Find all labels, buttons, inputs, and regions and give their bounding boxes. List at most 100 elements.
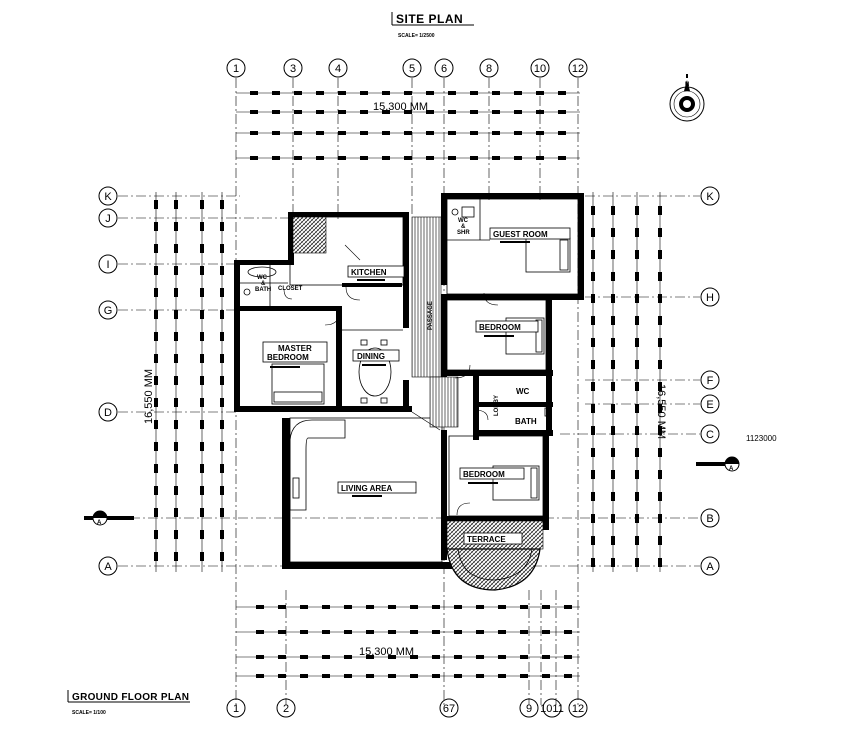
dimension-tick: [382, 131, 390, 135]
compass-north-label: N: [685, 82, 689, 88]
floor-plan-title-block: GROUND FLOOR PLAN SCALE= 1/100: [67, 690, 190, 716]
grid-bubble-left-D: D: [98, 402, 118, 422]
grid-bubble-left-A: A: [98, 556, 118, 576]
dimension-tick: [658, 426, 662, 435]
dimension-tick: [344, 630, 352, 634]
grid-bubble-left-A-label: A: [104, 561, 112, 573]
dimension-tick: [542, 630, 550, 634]
dimension-tick: [300, 605, 308, 609]
dimension-tick: [520, 630, 528, 634]
grid-bubble-top-1-label: 1: [233, 63, 239, 75]
dimension-tick: [220, 288, 224, 297]
grid-bubble-right-E-label: E: [706, 399, 713, 411]
grid-bubble-left-J-label: J: [105, 213, 111, 225]
level-markers: [270, 241, 530, 497]
dimension-tick: [635, 492, 639, 501]
dimension-tick: [611, 426, 615, 435]
section-label-left: A: [97, 520, 102, 526]
dimension-tick: [476, 674, 484, 678]
dimension-tick: [591, 272, 595, 281]
dimension-tick: [278, 655, 286, 659]
dimension-tick: [520, 655, 528, 659]
dimension-tick: [658, 228, 662, 237]
dimension-tick: [174, 420, 178, 429]
dimension-tick: [635, 514, 639, 523]
dimension-tick: [432, 630, 440, 634]
dimension-tick: [514, 156, 522, 160]
grid-bubble-right-C: C: [700, 424, 720, 444]
dimension-tick: [635, 558, 639, 567]
dimension-tick: [591, 228, 595, 237]
dimension-tick: [200, 244, 204, 253]
dimension-tick: [154, 464, 158, 473]
dimension-tick: [611, 228, 615, 237]
dimension-tick: [154, 376, 158, 385]
kitchen-hatch: [292, 216, 327, 254]
dimension-tick: [658, 470, 662, 479]
dimension-tick: [382, 156, 390, 160]
dimension-tick: [200, 354, 204, 363]
dimension-tick: [300, 630, 308, 634]
dimension-tick: [658, 250, 662, 259]
dimension-tick: [635, 536, 639, 545]
dimension-tick: [360, 156, 368, 160]
dimension-tick: [154, 266, 158, 275]
room-label-dining: DINING: [357, 352, 385, 361]
grid-bubble-right-H-label: H: [706, 292, 714, 304]
dimension-tick: [174, 486, 178, 495]
grid-bubble-left-G-label: G: [104, 305, 113, 317]
dimension-tick: [611, 492, 615, 501]
grid-bubble-bottom-12: 12: [568, 698, 588, 718]
dimension-tick: [658, 316, 662, 325]
dimension-tick: [220, 442, 224, 451]
dimension-tick: [404, 156, 412, 160]
dimension-tick: [174, 244, 178, 253]
dimension-tick: [360, 131, 368, 135]
dimension-tick: [611, 558, 615, 567]
dimension-tick: [514, 91, 522, 95]
dimension-tick: [591, 338, 595, 347]
dimension-tick: [220, 354, 224, 363]
dimension-tick: [558, 110, 566, 114]
dimension-tick: [658, 492, 662, 501]
dimension-tick: [410, 630, 418, 634]
dimension-tick: [635, 338, 639, 347]
dimension-tick: [536, 91, 544, 95]
dimension-tick: [200, 288, 204, 297]
room-label-bath: BATH: [515, 417, 537, 426]
grid-bubble-bottom-1-label: 1: [233, 703, 239, 715]
grid-bubble-top-12: 12: [568, 58, 588, 78]
dimension-tick: [635, 250, 639, 259]
dimension-tick: [454, 630, 462, 634]
dimension-tick: [635, 470, 639, 479]
dimension-tick: [591, 404, 595, 413]
grid-bubble-right-F: F: [700, 370, 720, 390]
room-label-closet: CLOSET: [278, 286, 303, 292]
dimension-tick: [536, 131, 544, 135]
dimension-tick: [448, 131, 456, 135]
room-label-kitchen: KITCHEN: [351, 268, 387, 277]
dimension-left: 16,550 MM: [143, 369, 155, 424]
grid-bubble-left-D-label: D: [104, 407, 112, 419]
grid-bubble-right-A-label: A: [706, 561, 714, 573]
dimension-right: 16,550 MM: [655, 384, 667, 439]
dimension-tick: [344, 674, 352, 678]
dimension-tick: [498, 630, 506, 634]
dimension-tick: [360, 91, 368, 95]
dimension-tick: [388, 655, 396, 659]
room-label-bedroom-1: BEDROOM: [479, 323, 521, 332]
dimension-tick: [658, 448, 662, 457]
dimension-tick: [250, 91, 258, 95]
dimension-tick: [492, 110, 500, 114]
dimension-tick: [635, 426, 639, 435]
exterior-walls: [234, 193, 584, 569]
dimension-tick: [294, 110, 302, 114]
dimension-ticks: [154, 91, 662, 678]
dimension-tick: [220, 266, 224, 275]
room-labels: WC & BATH CLOSET KITCHEN MASTER BEDROOM …: [255, 218, 571, 545]
dimension-tick: [338, 131, 346, 135]
dimension-tick: [611, 294, 615, 303]
dimension-tick: [338, 156, 346, 160]
dimension-tick: [611, 250, 615, 259]
